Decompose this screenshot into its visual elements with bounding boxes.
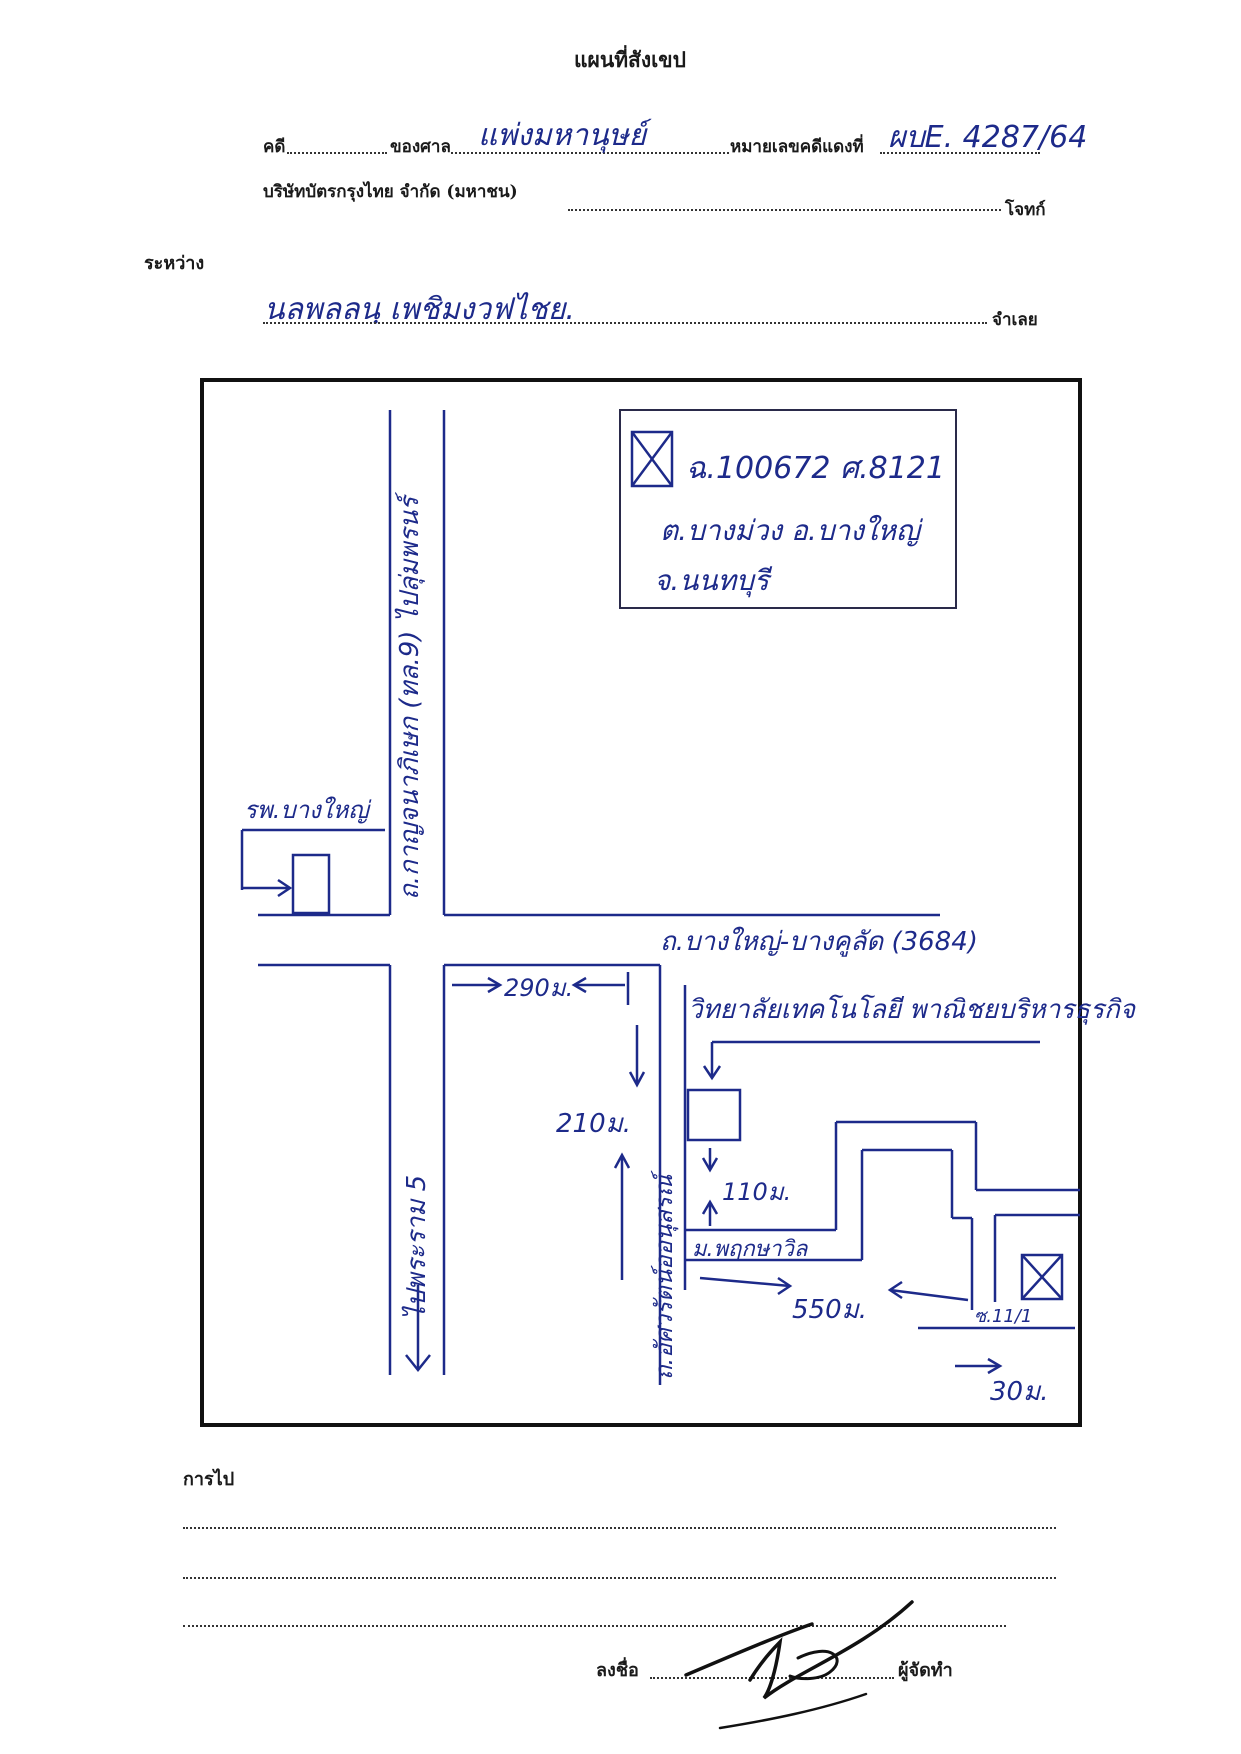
plaintiff-value: บริษัทบัตรกรุงไทย จำกัด (มหาชน) xyxy=(263,182,518,202)
road-vertical-south-label: ไปพระราม 5 xyxy=(401,1175,432,1320)
dist-550-label: 550ม. xyxy=(792,1295,867,1325)
road-horizontal-label: ถ.บางใหญ่-บางคูลัด (3684) xyxy=(660,926,978,957)
dist-210-label: 210ม. xyxy=(556,1109,631,1139)
dist-210-arrows xyxy=(613,1025,646,1280)
direction-dots-3 xyxy=(183,1625,1006,1627)
defendant-label: จำเลย xyxy=(992,310,1038,330)
village-label: ม.พฤกษาวิล xyxy=(692,1237,809,1262)
road-side-label: ถ.อัศวรัตน์ออนุสรณ์ xyxy=(650,1170,679,1380)
between-label: ระหว่าง xyxy=(144,253,205,274)
road-3684 xyxy=(258,913,940,967)
parcel-icon-top xyxy=(630,430,674,488)
university-label: วิทยาลัยเทคโนโลยี พาณิชยบริหารธุรกิจ xyxy=(688,994,1137,1025)
university-building xyxy=(686,1040,1040,1142)
redcase-value: ผบE. 4287/64 xyxy=(888,120,1088,155)
signature xyxy=(684,1600,914,1730)
parcel-icon-target xyxy=(1020,1253,1064,1301)
redcase-dots xyxy=(880,152,1040,154)
plaintiff-dots xyxy=(568,209,1001,211)
page-title: แผนที่สังเขป xyxy=(574,47,686,72)
direction-label: การไป xyxy=(183,1469,235,1490)
village-roads xyxy=(685,1120,1080,1330)
dist-30-arrows xyxy=(955,1357,1003,1375)
direction-dots-2 xyxy=(183,1577,1056,1579)
info-location-1: ต.บางม่วง อ.บางใหญ่ xyxy=(660,514,924,547)
maker-label: ผู้จัดทำ xyxy=(898,1660,953,1681)
sign-label: ลงชื่อ xyxy=(596,1660,639,1681)
defendant-dots xyxy=(263,322,987,324)
redcase-label: หมายเลขคดีแดงที่ xyxy=(730,137,864,157)
map-frame xyxy=(200,378,1082,1427)
court-label: ของศาล xyxy=(390,137,451,157)
dist-550-arrows xyxy=(699,1276,969,1302)
info-box xyxy=(619,409,957,609)
soi-label: ซ.11/1 xyxy=(974,1306,1032,1327)
plaintiff-label: โจทก์ xyxy=(1005,200,1046,220)
road-kanchana xyxy=(388,410,446,1375)
info-location-2: จ.นนทบุรี xyxy=(654,564,773,598)
road-vertical-main-label: ถ.กาญจนาภิเษก (ทล.9) ไปลุ่มพรนร์ xyxy=(394,492,425,900)
dist-110-arrows xyxy=(701,1148,719,1226)
hospital-label: รพ.บางใหญ่ xyxy=(244,796,372,824)
dist-290-arrows xyxy=(452,972,630,1005)
court-dots xyxy=(451,152,729,154)
south-arrow-icon xyxy=(405,1285,431,1373)
road-side xyxy=(658,965,687,1385)
court-value: แพ่งมหานุษย์ xyxy=(478,118,647,153)
case-label: คดี xyxy=(263,137,286,157)
info-deed: ฉ.100672 ศ.8121 xyxy=(686,451,945,486)
direction-dots-1 xyxy=(183,1527,1056,1529)
dist-290-label: 290ม. xyxy=(504,974,573,1002)
dist-30-label: 30ม. xyxy=(990,1377,1049,1407)
hospital-building xyxy=(240,828,385,915)
defendant-value: นลพลลนฺ เพชิมงวฟไชย. xyxy=(264,292,575,327)
case-dots xyxy=(287,152,387,154)
dist-110-label: 110ม. xyxy=(722,1178,791,1206)
